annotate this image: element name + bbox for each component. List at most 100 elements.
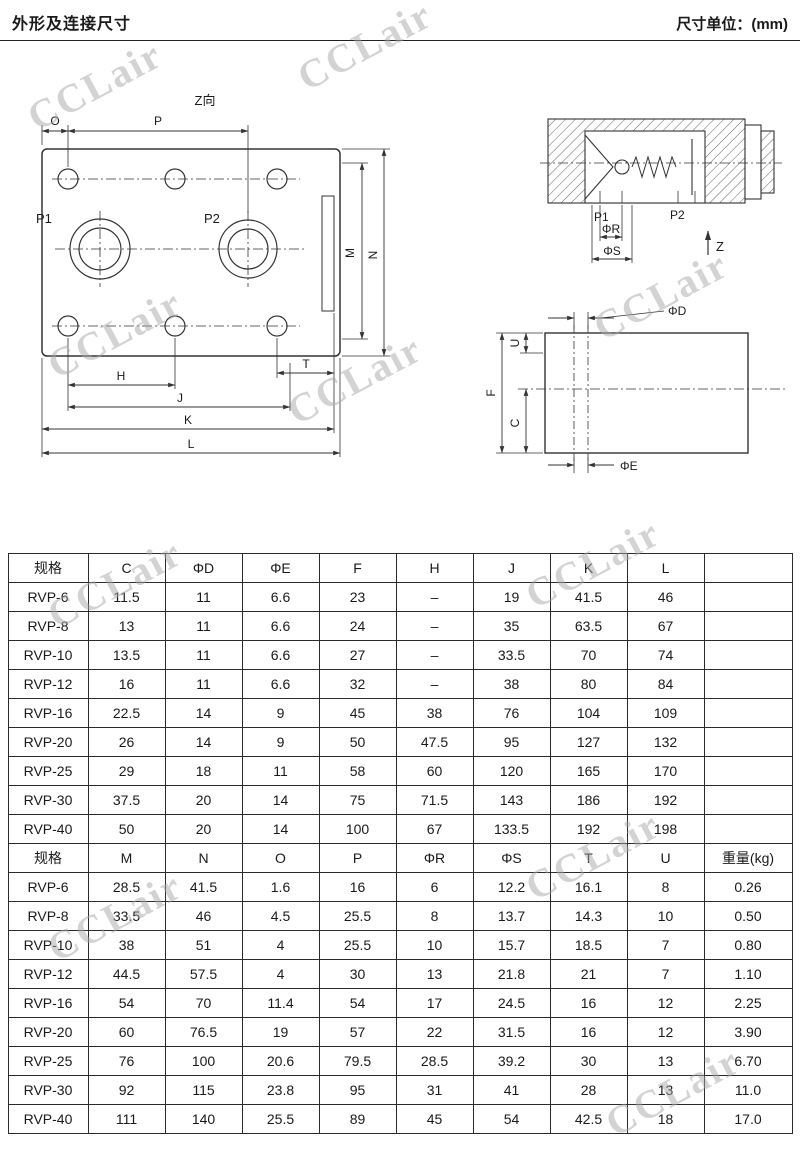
dim-label-n: N [366,251,380,260]
table-cell: 11.4 [241,988,320,1018]
spec-cell: RVP-16 [7,698,89,728]
table-cell: – [395,611,474,641]
table-cell: 54 [87,988,166,1018]
table-cell: 13.7 [472,901,551,931]
column-header: P [318,843,397,873]
table-cell: 11 [164,640,243,670]
table-cell: 170 [626,756,705,786]
table-cell: 11 [164,611,243,641]
table-cell: 7 [626,930,705,960]
table-cell: – [395,669,474,699]
table-cell: 41.5 [549,582,628,612]
spec-cell: RVP-10 [7,930,89,960]
table-cell: 6.6 [241,611,320,641]
table-cell: 16 [318,872,397,902]
table-cell: 18.5 [549,930,628,960]
column-header: 重量(kg) [703,843,793,873]
table-cell: 132 [626,727,705,757]
section-dimension-lines [591,234,633,262]
column-header: O [241,843,320,873]
table-cell: 14 [241,814,320,844]
table-cell [703,582,793,612]
table-cell: 192 [549,814,628,844]
column-header: 规格 [7,553,89,583]
table-cell: 28 [549,1075,628,1105]
table-cell: 14 [164,698,243,728]
table-cell: 25.5 [241,1104,320,1134]
spec-cell: RVP-30 [7,1075,89,1105]
table-cell: 92 [87,1075,166,1105]
table-cell: 0.50 [703,901,793,931]
column-header: ΦS [472,843,551,873]
table-cell: 60 [395,756,474,786]
spec-cell: RVP-12 [7,669,89,699]
spec-cell: RVP-12 [7,959,89,989]
table-cell: 133.5 [472,814,551,844]
table-cell: 75 [318,785,397,815]
table-cell: 111 [87,1104,166,1134]
column-header: N [164,843,243,873]
table-cell: 84 [626,669,705,699]
end-plug [744,124,762,200]
section-ports [599,191,696,203]
spec-cell: RVP-25 [7,1046,89,1076]
table-cell: 6.6 [241,669,320,699]
table-cell: 71.5 [395,785,474,815]
table-cell: 38 [472,669,551,699]
table-cell: 17 [395,988,474,1018]
table-cell: 24.5 [472,988,551,1018]
dim-label-c: C [508,418,522,427]
table-cell: 30 [549,1046,628,1076]
table-cell: 95 [318,1075,397,1105]
page-header: 外形及连接尺寸 尺寸单位：(mm) [0,0,800,41]
spec-cell: RVP-20 [7,1017,89,1047]
table-cell [703,727,793,757]
dim-label-l: L [188,437,195,451]
table-cell: 23 [318,582,397,612]
section-port-label-p1: P1 [594,210,609,224]
column-header: L [626,553,705,583]
dim-label-f: F [484,389,498,396]
table-cell: 45 [395,1104,474,1134]
spec-cell: RVP-40 [7,1104,89,1134]
valve-seat-cone [584,134,614,200]
table-cell: 70 [164,988,243,1018]
table-cell: – [395,582,474,612]
table-cell: 30 [318,959,397,989]
table-cell: 31.5 [472,1017,551,1047]
page-title: 外形及连接尺寸 [12,16,132,33]
table-cell: 0.26 [703,872,793,902]
table-cell: 109 [626,698,705,728]
spec-cell: RVP-16 [7,988,89,1018]
dim-label-j: J [177,391,183,405]
table-cell: 19 [241,1017,320,1047]
column-header [703,553,793,583]
table-cell: 3.90 [703,1017,793,1047]
table-cell: 104 [549,698,628,728]
table-cell: 89 [318,1104,397,1134]
table-cell: 2.25 [703,988,793,1018]
table-cell: 16 [549,1017,628,1047]
table-cell: 11 [241,756,320,786]
table-cell: 46 [164,901,243,931]
column-header: T [549,843,628,873]
table-cell: 143 [472,785,551,815]
table-cell: 24 [318,611,397,641]
table-cell: 120 [472,756,551,786]
column-header: ΦD [164,553,243,583]
table-cell: 57 [318,1017,397,1047]
table-cell: 50 [318,727,397,757]
table-cell: 13 [626,1046,705,1076]
table-cell [703,611,793,641]
unit-label: 尺寸单位：(mm) [676,16,788,33]
side-dimension-lines [499,315,614,468]
table-cell: 29 [87,756,166,786]
